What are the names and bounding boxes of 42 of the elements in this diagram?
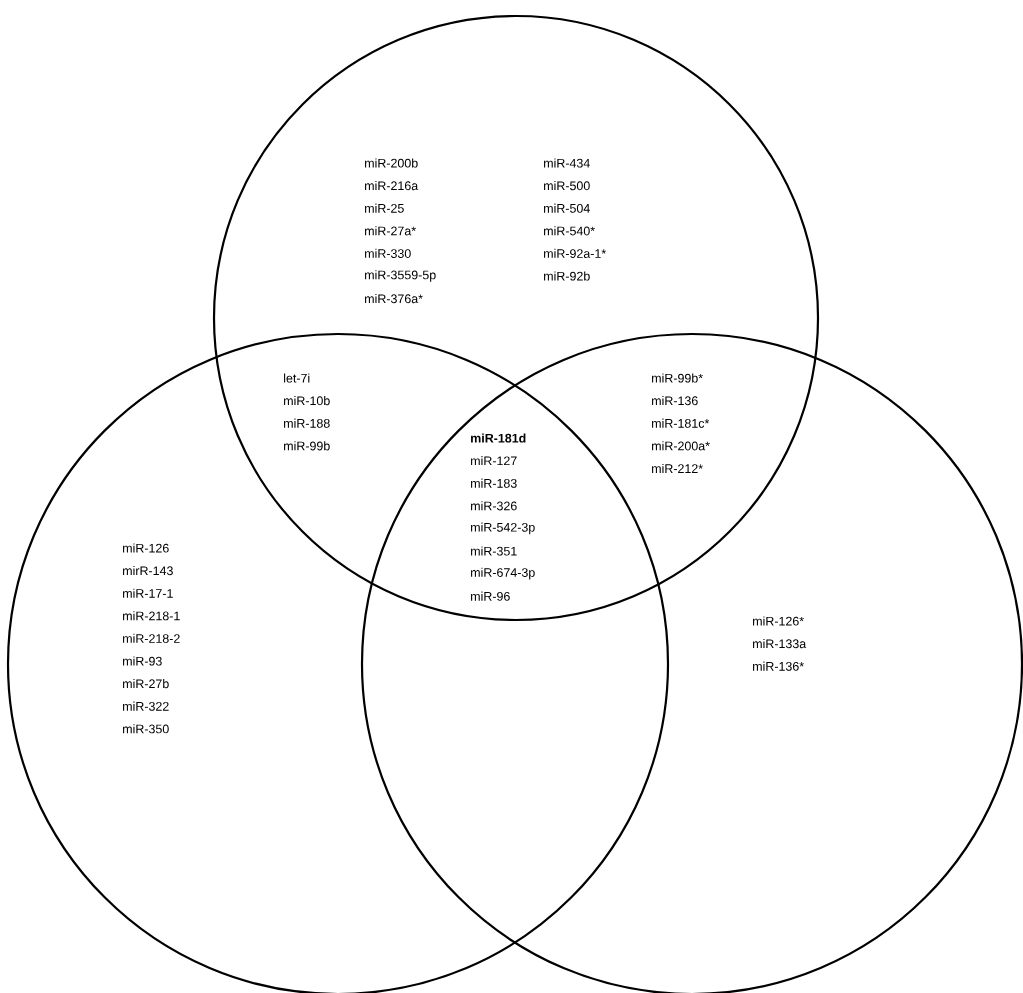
mirna-label: miR-99b — [284, 441, 330, 451]
mirna-label: miR-133a — [753, 639, 807, 649]
mirna-label: miR-376a* — [365, 294, 423, 304]
mirna-label: miR-183 — [471, 478, 517, 488]
mirna-label: miR-92b — [544, 271, 590, 281]
mirna-label: miR-93 — [123, 656, 162, 666]
mirna-label: miR-3559-5p — [365, 270, 436, 282]
mirna-label: miR-330 — [365, 248, 411, 258]
mirna-label: miR-216a — [365, 181, 419, 191]
mirna-label: miR-136 — [652, 396, 698, 406]
mirna-label: miR-10b — [284, 396, 330, 406]
mirna-label: miR-674-3p — [471, 567, 535, 580]
mirna-label: miR-181c* — [652, 418, 710, 428]
mirna-label: miR-326 — [471, 501, 517, 511]
mirna-label: miR-136* — [753, 661, 804, 671]
mirna-label: miR-434 — [544, 158, 590, 168]
mirna-label: miR-350 — [123, 724, 169, 734]
mirna-label: miR-99b* — [652, 373, 703, 383]
mirna-label: miR-92a-1* — [544, 248, 606, 258]
mirna-label: mirR-143 — [123, 566, 173, 576]
mirna-label: miR-218-1 — [123, 611, 180, 621]
mirna-label: miR-27a* — [365, 226, 416, 236]
mirna-label: miR-542-3p — [471, 522, 535, 535]
mirna-label: miR-127 — [471, 456, 517, 466]
mirna-label: miR-218-2 — [123, 633, 180, 643]
mirna-label: miR-25 — [365, 203, 404, 213]
mirna-label: miR-96 — [471, 591, 510, 601]
mirna-label: miR-504 — [544, 203, 590, 213]
mirna-label: miR-126 — [123, 543, 169, 553]
mirna-label: miR-27b — [123, 679, 169, 689]
mirna-label: miR-500 — [544, 181, 590, 191]
mirna-label: miR-17-1 — [123, 588, 173, 598]
mirna-label: miR-351 — [471, 546, 517, 556]
mirna-label: let-7i — [284, 373, 310, 383]
mirna-label: miR-126* — [753, 616, 804, 626]
mirna-label: miR-540* — [544, 226, 595, 236]
mirna-label: miR-200b — [365, 158, 418, 168]
mirna-label: miR-181d — [471, 433, 526, 443]
mirna-label: miR-200a* — [652, 441, 710, 451]
mirna-label: miR-188 — [284, 418, 330, 428]
mirna-label: miR-212* — [652, 463, 703, 473]
mirna-label: miR-322 — [123, 701, 169, 711]
